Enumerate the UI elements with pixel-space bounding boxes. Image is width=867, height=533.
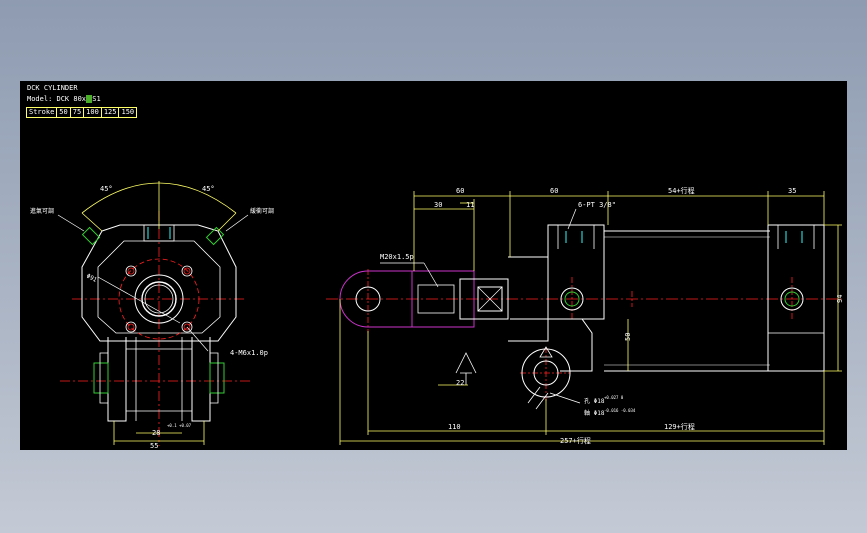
bore-lower-label: 軸 Φ18 [584,409,605,417]
barrel-inner [604,236,770,366]
rod-bore-inner [144,284,174,314]
dim-60b: 60 [550,187,558,195]
front-trunnion-inner [564,291,580,307]
top-port-thread [147,227,171,239]
rod-bore [141,281,177,317]
clevis-pin-cotter [527,386,549,410]
thread-callout: 4-M6x1.0p [230,349,268,357]
bottom-dimensions [113,421,205,445]
lower-clevis-pin [533,360,559,386]
dim-22: 22 [456,379,464,387]
dim-110: 110 [448,423,461,431]
pin-head-right [209,362,225,394]
rod-end [412,270,475,328]
eye-pin-detail [455,352,477,385]
rear-port-thread [785,231,803,243]
rod-thread-callout: M20x1.5p [380,253,414,261]
lower-clevis-outer [521,348,571,398]
pin-head-left [93,362,109,394]
model-suffix: S1 [92,95,101,103]
clevis-inner [126,337,192,421]
left-end-view: 45° 45° 進氣可調 緩衝可調 Φ91 4-M6x1.0p 28 +0.1 … [30,181,274,450]
rod-flat-cross [477,286,503,312]
bore-upper-tol: +0.027 0 [604,395,624,400]
clevis-pin-clip [539,346,553,358]
end-cap-inner [97,240,221,334]
barrel [604,230,770,372]
front-port-thread [565,231,583,243]
rod-eye-hole [355,286,381,312]
drawing-title: DCK CYLINDER [27,84,78,92]
dim-35: 35 [788,187,796,195]
model-bore-highlight [86,95,93,103]
dim-30: 30 [434,201,442,209]
rear-trunnion-inner [784,291,800,307]
rear-cap-inner [768,225,824,334]
angle-right-label: 45° [202,185,215,193]
right-side-view: 60 60 54+行程 35 30 11 6-PT 3/8" M20x1.5p … [326,186,844,445]
left-leaders [57,214,249,352]
left-adjust-screw [81,226,101,246]
diameter-label: Φ91 [85,273,98,284]
angle-dimension [81,181,237,232]
pin-width-label: 28 [152,429,160,437]
model-prefix: Model: DCK 80x [27,95,87,103]
front-cap-port-walls [557,225,595,249]
tapped-holes [125,265,193,333]
lower-clevis [510,318,593,372]
rod-thread-insert [417,284,455,314]
stroke-table: Stroke 50 75 100 125 150 [25,107,138,118]
dim-94: 94 [836,295,844,303]
pin-tolerance-label: +0.1 +0.07 [167,423,192,428]
vertical-centerlines [367,269,793,401]
dim-50: 50 [624,333,632,341]
boss-outer [134,274,184,324]
dim-11: 11 [466,201,474,209]
dim-60a: 60 [456,187,464,195]
bore-upper-label: 孔 Φ18 [584,397,605,405]
bolt-circle [118,258,200,340]
overall-width-label: 55 [150,442,158,450]
tapped-hole-threads [127,267,191,331]
right-leaders [380,208,581,404]
cad-drawing: 45° 45° 進氣可調 緩衝可調 Φ91 4-M6x1.0p 28 +0.1 … [30,181,844,450]
table-row: Stroke 50 75 100 125 150 [25,107,138,118]
right-dimensions [339,191,842,445]
rod-eye [339,270,413,328]
port-callout: 6-PT 3/8" [578,201,616,209]
note-right-label: 緩衝可調 [250,207,274,215]
model-label: Model: DCK 80x S1 [27,95,101,103]
dim-stroke: 54+行程 [668,186,695,195]
dim-129: 129+行程 [664,422,695,431]
rear-trunnion-outer [780,287,804,311]
bore-lower-tol: -0.016 -0.034 [604,408,636,413]
pin-outline [99,352,219,404]
drawing-canvas: DCK CYLINDER Model: DCK 80x S1 Stroke 50… [20,81,847,450]
rod-flat [477,286,503,312]
rear-cap [767,224,825,372]
stroke-value: 150 [118,107,138,118]
right-adjust-screw [205,226,225,246]
dim-257: 257+行程 [560,436,591,445]
note-left-label: 進氣可調 [30,207,54,215]
angle-left-label: 45° [100,185,113,193]
piston-rod [459,278,509,320]
front-trunnion-outer [560,287,584,311]
stroke-value: 75 [69,107,85,118]
